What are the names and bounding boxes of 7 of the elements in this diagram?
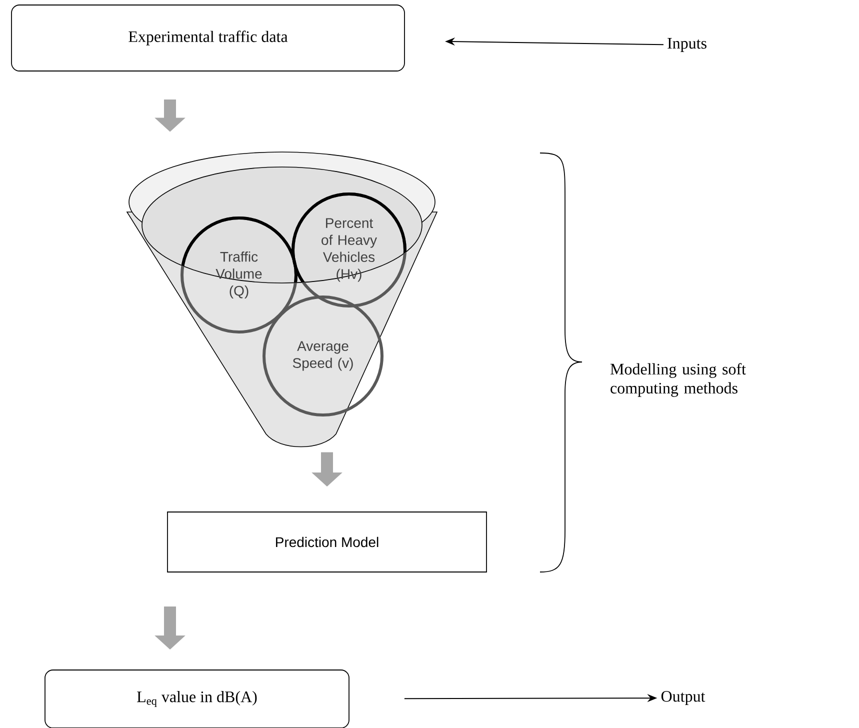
text-label: Modelling using soft computing methods — [610, 363, 746, 397]
rounded-box: Experimental traffic data — [11, 4, 405, 72]
text-label: Inputs — [668, 38, 706, 52]
text-label: Output — [661, 691, 706, 705]
funnel-drawing — [126, 152, 438, 448]
process-box: Prediction Model — [167, 512, 487, 572]
rounded-box: L$_{eq}$ value in dB(A) — [44, 670, 350, 728]
